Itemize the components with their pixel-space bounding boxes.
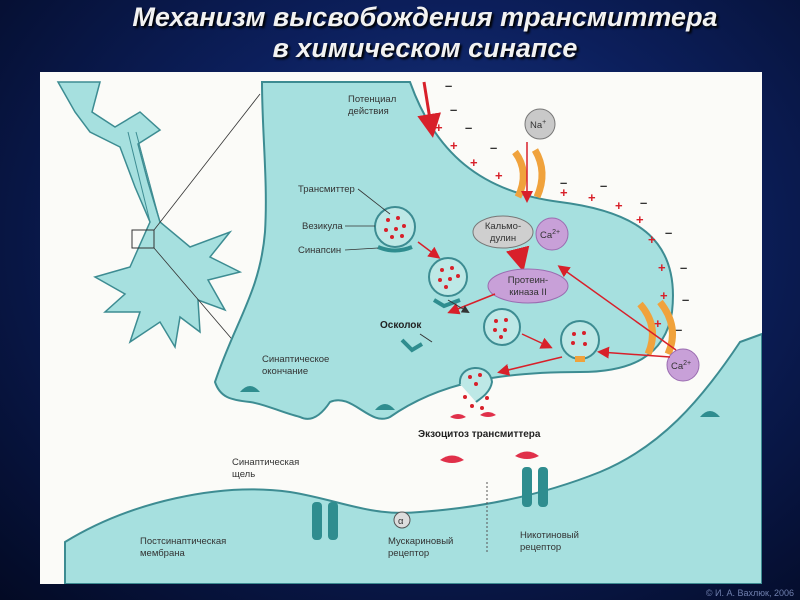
postsynaptic-label-1: Постсинаптическая — [140, 536, 226, 547]
postsynaptic-label-2: мембрана — [140, 548, 185, 559]
vesicle-2 — [428, 257, 468, 297]
svg-text:–: – — [682, 292, 689, 307]
diagram-panel: –– –– ++ ++ ++ ++ ++ ++ –– –– –– – Na+ C… — [40, 72, 762, 584]
vesicle-label: Везикула — [302, 221, 343, 232]
svg-text:–: – — [560, 175, 567, 190]
synaptic-cleft-label-1: Синаптическая — [232, 457, 299, 468]
slide-title: Механизм высвобождения трансмиттера в хи… — [100, 2, 750, 64]
svg-text:+: + — [660, 288, 668, 303]
membrane-charges: –– –– ++ ++ ++ ++ ++ ++ –– –– –– – — [435, 78, 689, 337]
title-line-1: Механизм высвобождения трансмиттера — [132, 2, 718, 32]
exocytosis-label: Экзоцитоз трансмиттера — [418, 429, 541, 440]
action-potential-label-1: Потенциал — [348, 94, 396, 105]
synaptic-ending-label-1: Синаптическое — [262, 354, 329, 365]
na-channel — [512, 142, 546, 203]
muscarinic-receptor — [312, 502, 411, 540]
svg-text:+: + — [658, 260, 666, 275]
action-potential-label-2: действия — [348, 106, 389, 117]
transmitter-label: Трансмиттер — [298, 184, 355, 195]
ca-channel — [637, 299, 676, 356]
muscarinic-label-2: рецептор — [388, 548, 429, 559]
ca-ion-inside-label: Ca2+ — [540, 229, 560, 241]
protein-kinase-label-1: Протеин- — [508, 275, 548, 286]
vesicle-1 — [374, 206, 416, 253]
svg-text:+: + — [435, 120, 443, 135]
svg-text:+: + — [560, 185, 568, 200]
svg-text:–: – — [445, 78, 452, 93]
calmodulin — [472, 215, 534, 249]
svg-text:+: + — [654, 316, 662, 331]
synaptic-cleft-label-2: щель — [232, 469, 255, 480]
svg-text:+: + — [470, 155, 478, 170]
presynaptic-receptors — [240, 386, 720, 417]
fragment-label: Осколок — [380, 320, 422, 331]
nicotinic-receptor — [522, 467, 548, 507]
released-transmitter — [440, 412, 539, 463]
vesicle-4 — [560, 320, 600, 362]
vesicle-3 — [483, 308, 521, 346]
svg-text:+: + — [495, 168, 503, 183]
svg-text:+: + — [450, 138, 458, 153]
svg-text:–: – — [490, 140, 497, 155]
muscarinic-label-1: Мускариновый — [388, 536, 453, 547]
ca-ion-outside — [666, 348, 700, 382]
na-ion-label: Na+ — [530, 119, 546, 131]
presynaptic-terminal — [213, 81, 674, 420]
alpha-label: α — [398, 516, 404, 527]
protein-kinase — [487, 268, 569, 304]
nicotinic-label-2: рецептор — [520, 542, 561, 553]
svg-text:–: – — [450, 102, 457, 117]
ca-ion-inside — [535, 217, 569, 251]
svg-text:+: + — [636, 212, 644, 227]
svg-text:–: – — [665, 225, 672, 240]
synapse-diagram: –– –– ++ ++ ++ ++ ++ ++ –– –– –– – Na+ C… — [56, 78, 762, 584]
synapsin-fragment-1 — [432, 298, 461, 309]
calmodulin-label-1: Кальмо- — [485, 221, 521, 232]
synapsin-fragment-2 — [400, 338, 424, 353]
exocytosis-vesicle — [458, 367, 494, 410]
nicotinic-label-1: Никотиновый — [520, 530, 579, 541]
na-ion — [524, 108, 556, 140]
action-potential-arrow — [417, 81, 442, 138]
synapsin-label: Синапсин — [298, 245, 341, 256]
svg-text:–: – — [600, 178, 607, 193]
svg-text:+: + — [588, 190, 596, 205]
svg-text:+: + — [615, 198, 623, 213]
svg-text:–: – — [680, 260, 687, 275]
synaptic-ending-label-2: окончание — [262, 366, 308, 377]
neuron-inset — [56, 81, 261, 373]
svg-text:–: – — [465, 120, 472, 135]
svg-text:–: – — [675, 322, 682, 337]
protein-kinase-label-2: киназа II — [509, 287, 546, 298]
title-line-2: в химическом синапсе — [272, 33, 578, 63]
ca-ion-outside-label: Ca2+ — [671, 360, 691, 372]
svg-text:–: – — [640, 195, 647, 210]
svg-text:+: + — [648, 232, 656, 247]
calmodulin-label-2: дулин — [490, 233, 516, 244]
postsynaptic-cell — [64, 332, 762, 584]
copyright: © И. А. Вахлюк, 2006 — [705, 588, 794, 598]
